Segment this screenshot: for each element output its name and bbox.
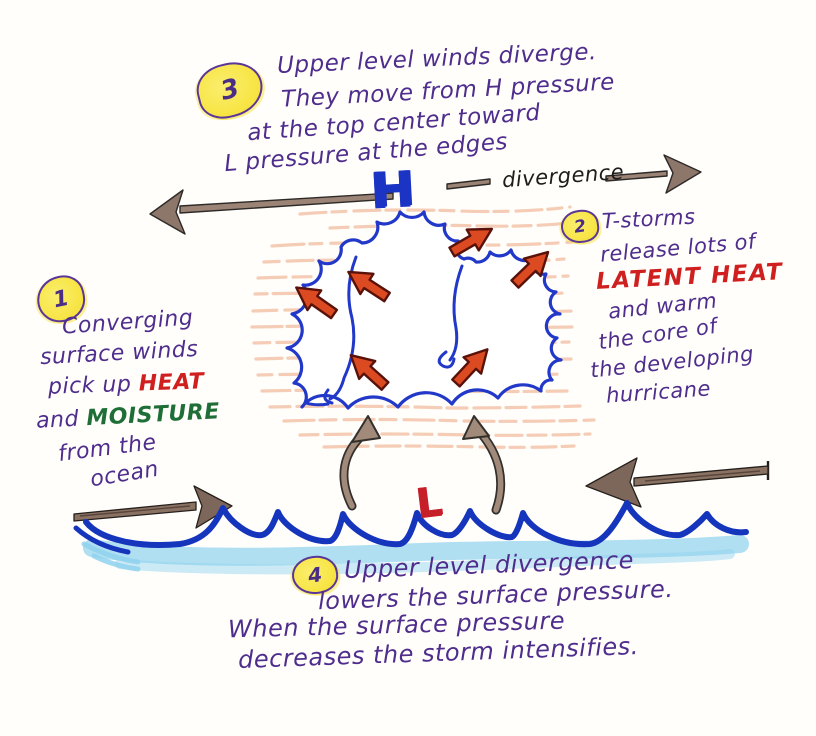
step-2-number: 2 — [572, 215, 588, 238]
step-1-line-4-prefix: and — [35, 406, 88, 434]
surface-wind-arrow-left — [73, 485, 233, 529]
step-3-number: 3 — [217, 73, 243, 107]
updraft-arrowhead — [462, 415, 490, 440]
step-1-number: 1 — [50, 285, 72, 313]
low-pressure-symbol: L — [413, 478, 445, 528]
surface-wind-arrow-right — [585, 457, 770, 508]
heat-word: HEAT — [138, 369, 205, 397]
step-4-number: 4 — [306, 562, 324, 588]
updraft-arrows — [339, 415, 506, 515]
cloud-inner-lines — [304, 255, 464, 407]
ocean-waves — [73, 500, 749, 575]
divergence-arrow-left — [149, 189, 394, 235]
step-2-line-1: T-storms — [601, 204, 697, 234]
divergence-arrow-right — [446, 154, 702, 194]
step-1-line-3-prefix: pick up — [47, 371, 140, 400]
high-pressure-symbol: H — [368, 160, 417, 220]
updraft-arrowhead — [351, 415, 381, 443]
